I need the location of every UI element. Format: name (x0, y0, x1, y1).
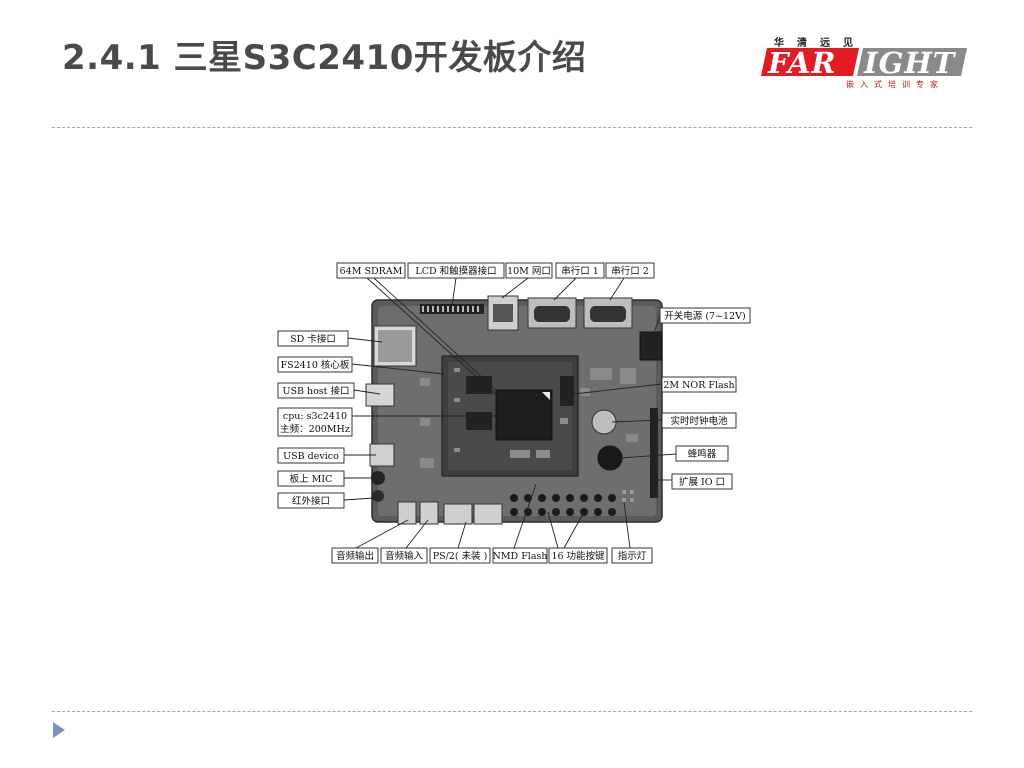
svg-text:串行口 2: 串行口 2 (611, 265, 649, 277)
callout-nand-flash: NMD Flash (493, 547, 548, 564)
svg-text:音频输出: 音频输出 (336, 550, 374, 562)
svg-text:SD 卡接口: SD 卡接口 (290, 333, 336, 345)
svg-text:FS2410 核心板: FS2410 核心板 (281, 359, 350, 371)
svg-text:扩展 IO 口: 扩展 IO 口 (679, 476, 725, 488)
svg-text:串行口 1: 串行口 1 (561, 265, 599, 277)
logo-brand-left: FAR (768, 46, 837, 80)
svg-text:10M 网口: 10M 网口 (507, 266, 551, 277)
callout-mic: 板上 MIC (277, 470, 345, 487)
callout-sd: SD 卡接口 (277, 330, 349, 347)
callout-serial-1: 串行口 1 (555, 262, 605, 279)
callout-network: 10M 网口 (505, 262, 553, 279)
callout-function-keys: 16 功能按键 (548, 547, 608, 564)
page-title: 2.4.1 三星S3C2410开发板介绍 (62, 38, 587, 78)
svg-text:板上 MIC: 板上 MIC (290, 473, 333, 485)
svg-text:PS/2( 未装 ): PS/2( 未装 ) (433, 550, 488, 562)
svg-text:16 功能按键: 16 功能按键 (551, 550, 605, 562)
logo-brand-right: IGHT (864, 46, 956, 80)
callout-core-board: FS2410 核心板 (277, 356, 353, 373)
callout-lcd: LCD 和触摸器接口 (407, 262, 505, 279)
svg-text:LCD 和触摸器接口: LCD 和触摸器接口 (415, 265, 496, 277)
callout-ps2: PS/2( 未装 ) (429, 547, 491, 564)
callout-ir: 红外接口 (277, 492, 345, 509)
callout-usb-host: USB host 接口 (277, 382, 355, 399)
svg-text:音频输入: 音频输入 (385, 550, 424, 562)
svg-text:蜂鸣器: 蜂鸣器 (688, 448, 717, 460)
top-divider (52, 127, 972, 128)
svg-text:指示灯: 指示灯 (618, 550, 647, 562)
board-diagram: 64M SDRAM LCD 和触摸器接口 10M 网口 串行口 1 串行口 2 … (277, 262, 751, 564)
leader-lines (343, 277, 677, 549)
bottom-divider (52, 711, 972, 712)
callout-audio-in: 音频输入 (380, 547, 428, 564)
svg-text:红外接口: 红外接口 (292, 495, 330, 507)
farsight-logo: 华清远见 FAR IGHT 嵌入式培训专家 (760, 34, 967, 90)
logo-tagline: 嵌入式培训专家 (846, 80, 944, 89)
svg-text:NMD Flash: NMD Flash (493, 551, 548, 562)
svg-text:主频：200MHz: 主频：200MHz (280, 423, 350, 435)
callout-indicator-led: 指示灯 (611, 547, 653, 564)
svg-text:开关电源 (7~12V): 开关电源 (7~12V) (664, 310, 745, 322)
callout-nor-flash: 2M NOR Flash (661, 376, 737, 393)
callout-power: 开关电源 (7~12V) (659, 307, 751, 324)
svg-text:USB devico: USB devico (283, 451, 339, 462)
callout-usb-device: USB devico (277, 447, 345, 464)
bullet-arrow-icon (53, 722, 65, 738)
logo-top-text: 华清远见 (774, 38, 866, 49)
svg-text:USB host 接口: USB host 接口 (282, 385, 349, 397)
callout-expansion-io: 扩展 IO 口 (671, 473, 733, 490)
board-photo (365, 295, 663, 525)
callout-rtc-battery: 实时时钟电池 (661, 412, 737, 429)
callout-sdram: 64M SDRAM (336, 262, 406, 279)
svg-text:cpu: s3c2410: cpu: s3c2410 (283, 411, 347, 422)
svg-text:64M SDRAM: 64M SDRAM (340, 266, 403, 277)
callout-serial-2: 串行口 2 (605, 262, 655, 279)
callout-cpu: cpu: s3c2410 主频：200MHz (277, 407, 353, 437)
svg-text:2M NOR Flash: 2M NOR Flash (663, 380, 734, 391)
callout-buzzer: 蜂鸣器 (675, 445, 729, 462)
callout-audio-out: 音频输出 (331, 547, 379, 564)
svg-text:实时时钟电池: 实时时钟电池 (670, 415, 728, 427)
